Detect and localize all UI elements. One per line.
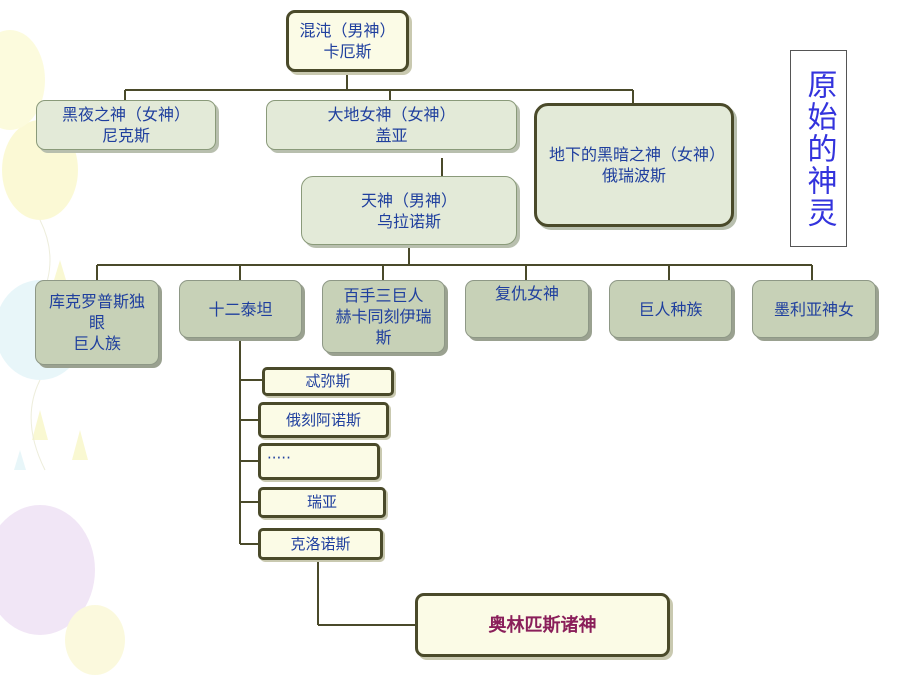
node-nyx: 黑夜之神（女神） 尼克斯 [36,100,216,150]
node-giants: 巨人种族 [609,280,732,338]
node-gaia-line2: 盖亚 [375,126,408,145]
node-hecatoncheires: 百手三巨人 赫卡同刻伊瑞 斯 [322,280,445,353]
node-cyclopes: 库克罗普斯独 眼 巨人族 [35,280,159,365]
node-erebus-line1: 地下的黑暗之神（女神） [549,145,726,164]
node-nyx-line1: 黑夜之神（女神） [61,105,190,124]
node-gaia-line1: 大地女神（女神） [327,105,456,124]
node-uranus-line1: 天神（男神） [360,190,457,210]
titan-rhea: 瑞亚 [258,487,386,518]
page-title: 原始的神灵 [801,68,837,229]
node-uranus: 天神（男神） 乌拉诺斯 [301,176,517,245]
node-erinyes: 复仇女神 [465,280,589,338]
node-uranus-line2: 乌拉诺斯 [376,211,441,231]
titan-ellipsis: ····· [258,443,380,480]
node-erebus: 地下的黑暗之神（女神） 俄瑞波斯 [534,103,734,227]
titan-themis: 忒弥斯 [262,367,394,396]
title-box: 原始的神灵 [790,50,847,247]
titan-oceanus: 俄刻阿诺斯 [258,402,389,438]
node-chaos: 混沌（男神） 卡厄斯 [286,10,409,72]
node-nyx-line2: 尼克斯 [101,126,150,145]
node-chaos-line1: 混沌（男神） [299,21,396,40]
node-erebus-line2: 俄瑞波斯 [601,166,666,185]
titan-cronus: 克洛诺斯 [258,528,383,560]
node-olympians: 奥林匹斯诸神 [415,593,670,657]
node-chaos-line2: 卡厄斯 [323,42,372,61]
node-meliae: 墨利亚神女 [752,280,876,338]
node-gaia: 大地女神（女神） 盖亚 [266,100,517,150]
node-twelve-titans: 十二泰坦 [179,280,302,338]
